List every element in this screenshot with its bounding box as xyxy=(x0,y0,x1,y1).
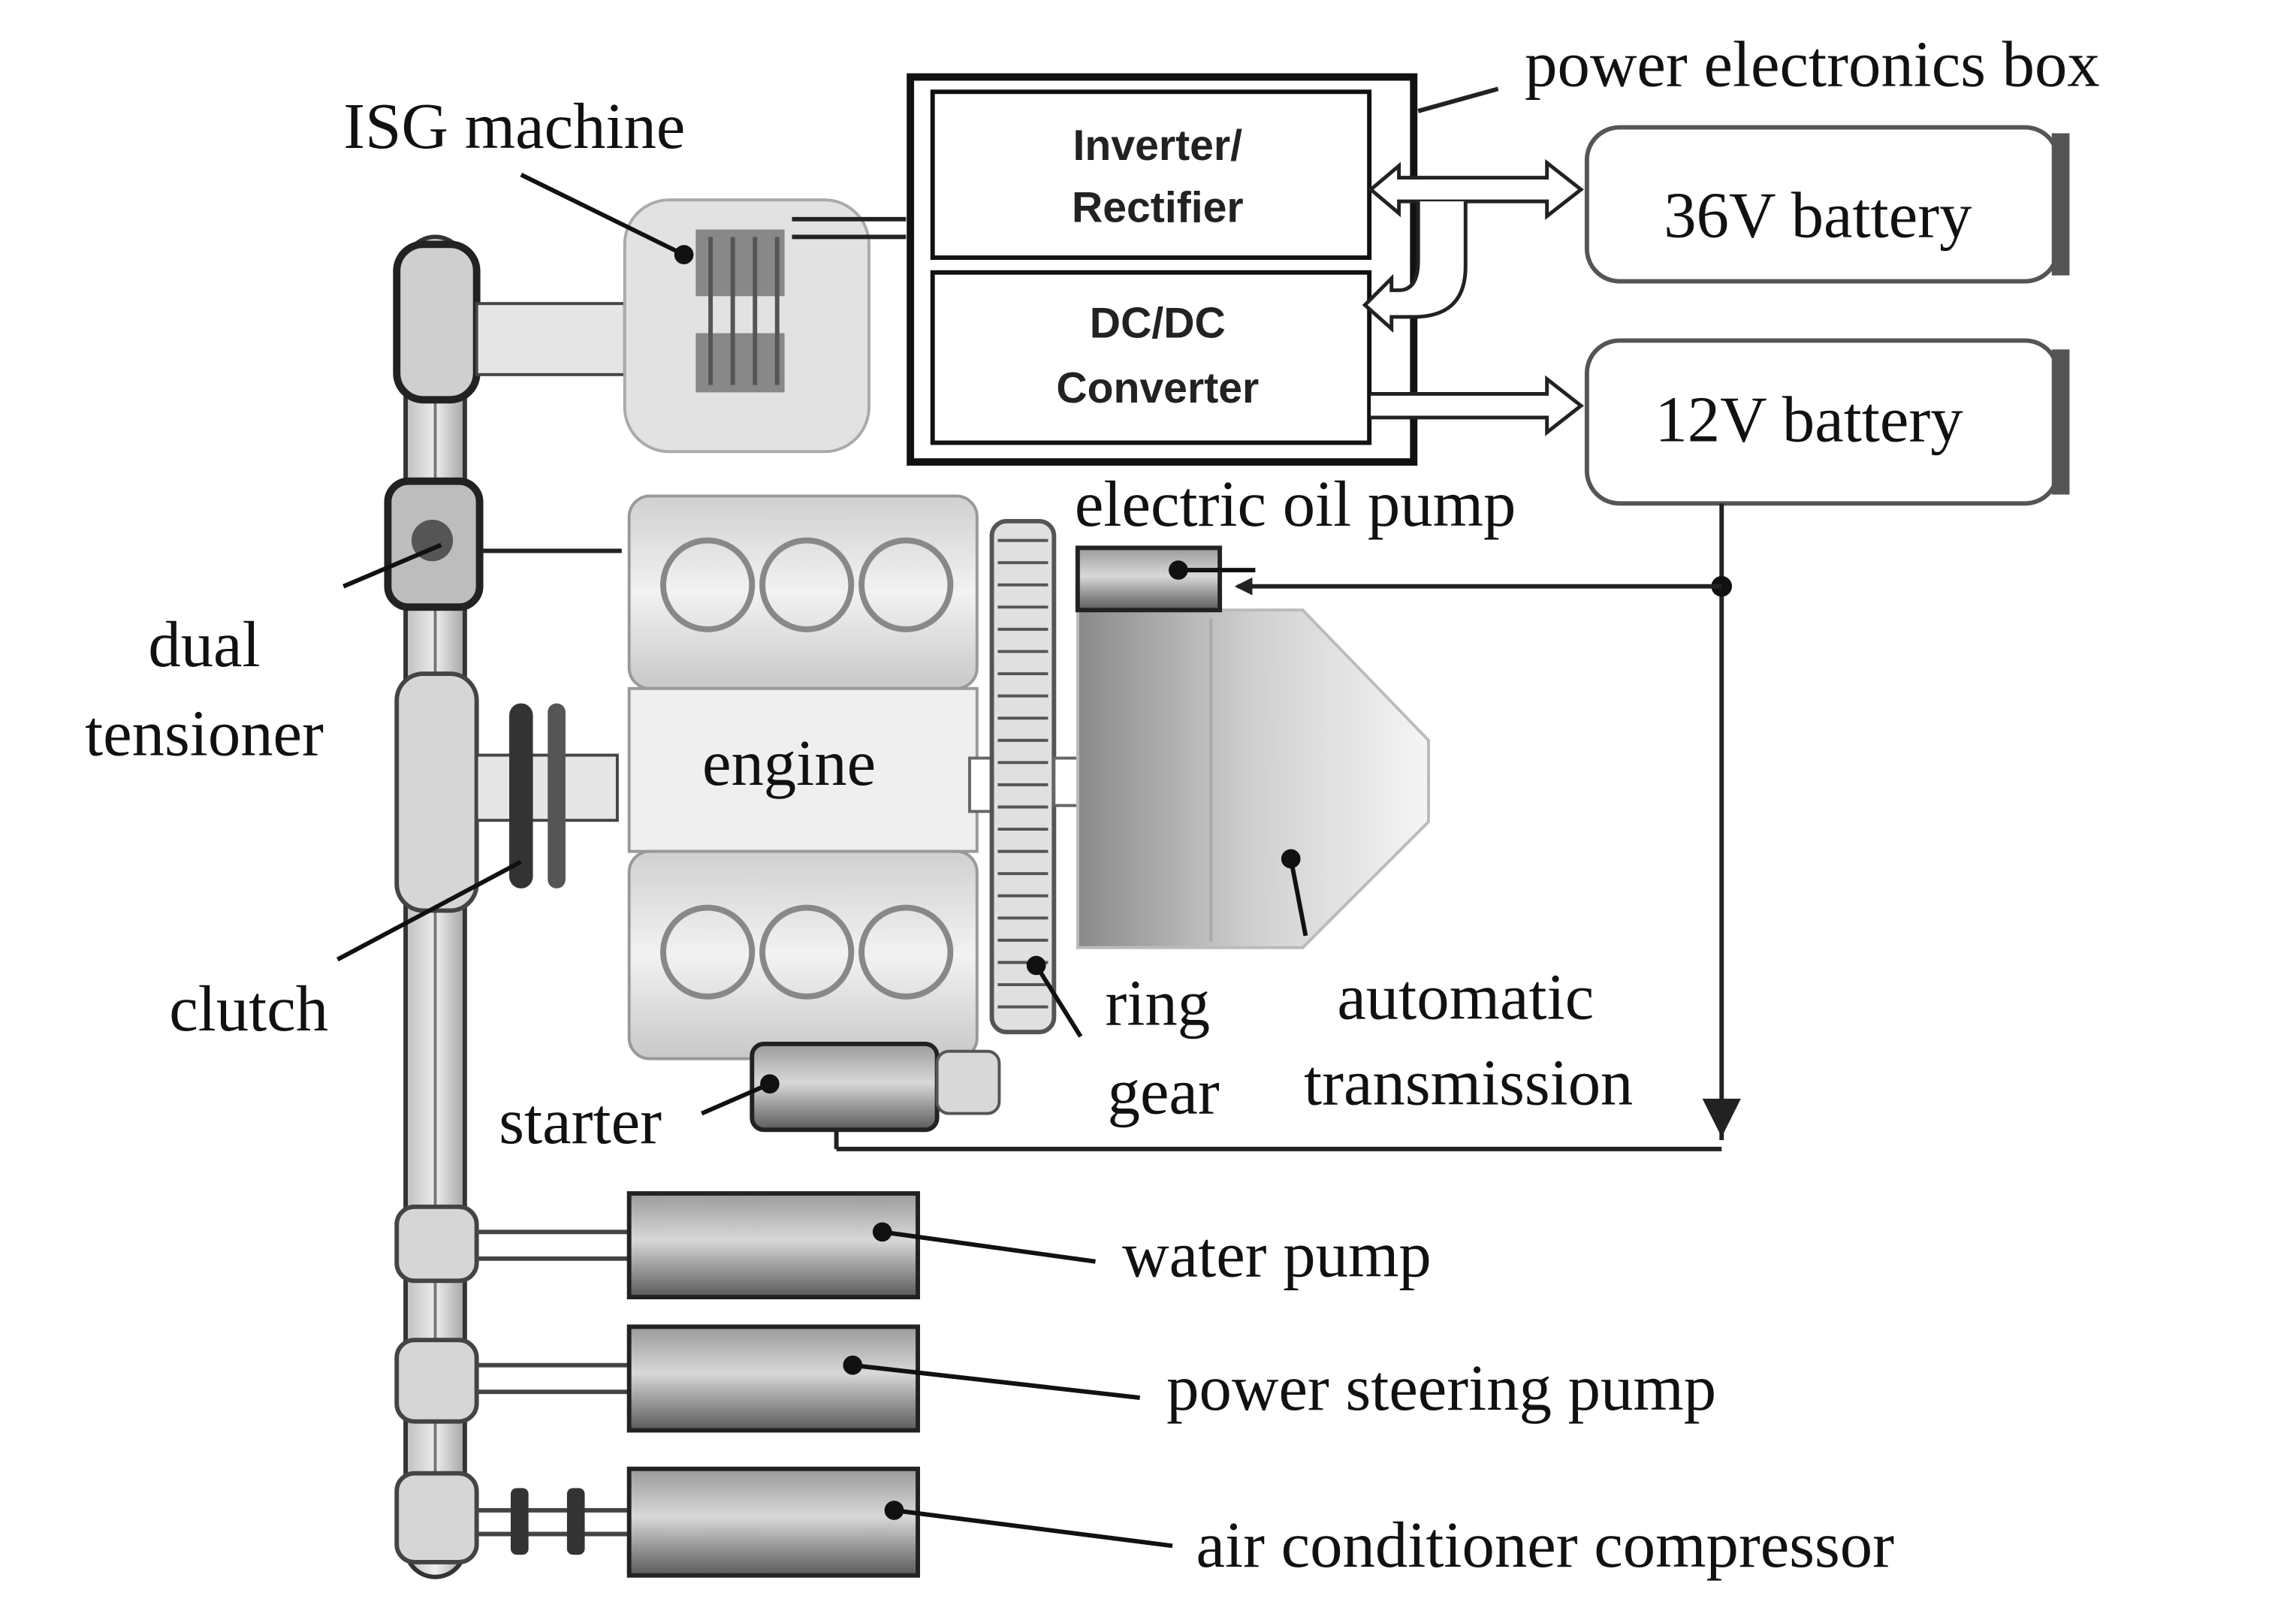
dcdc-label-line1: DC/DC xyxy=(1090,299,1226,347)
battery-36v-label: 36V battery xyxy=(1664,179,1972,251)
battery-12v-label: 12V battery xyxy=(1655,383,1963,455)
starter-label: starter xyxy=(499,1085,662,1157)
ring-gear-drawing xyxy=(989,519,1085,1035)
dual-label: dual xyxy=(148,608,260,680)
ac-compressor-drawing xyxy=(476,1466,920,1578)
clutch-label: clutch xyxy=(169,973,328,1045)
engine-block xyxy=(627,494,998,1060)
starter-drawing xyxy=(750,1041,1001,1133)
isg-pulley xyxy=(393,240,626,404)
power-electronics-box xyxy=(907,73,1499,466)
transmission-label: transmission xyxy=(1304,1047,1633,1119)
automatic-label: automatic xyxy=(1337,961,1594,1033)
transmission-drawing xyxy=(1076,608,1430,949)
electric-oil-pump-drawing xyxy=(1075,545,1223,613)
leader-lines xyxy=(336,172,1308,1549)
tensioner-pulley xyxy=(384,477,622,611)
battery-36v xyxy=(1584,125,2070,284)
engine-label: engine xyxy=(702,727,876,799)
inverter-label-line1: Inverter/ xyxy=(1073,122,1243,170)
air-conditioner-compressor-label: air conditioner compressor xyxy=(1196,1509,1895,1581)
water-pump-drawing xyxy=(476,1191,920,1299)
water-pump-label: water pump xyxy=(1122,1218,1432,1290)
isg-machine-label: ISG machine xyxy=(343,90,685,162)
gear-label: gear xyxy=(1108,1056,1220,1128)
wiring-12v xyxy=(834,503,1741,1151)
isg-machine-drawing xyxy=(623,198,907,454)
tensioner-label: tensioner xyxy=(85,697,324,769)
ring-label: ring xyxy=(1105,967,1210,1039)
battery-12v xyxy=(1584,338,2070,506)
power-steering-pump-label: power steering pump xyxy=(1166,1352,1716,1424)
power-electronics-box-label: power electronics box xyxy=(1525,28,2100,100)
dcdc-label-line2: Converter xyxy=(1056,364,1259,412)
inverter-label-line2: Rectifier xyxy=(1072,184,1244,232)
clutch-shape xyxy=(509,703,566,888)
accessory-pulleys xyxy=(394,1204,479,1564)
electric-oil-pump-label: electric oil pump xyxy=(1075,468,1516,540)
power-steering-pump-drawing xyxy=(476,1324,920,1433)
crank-pulley xyxy=(394,671,619,913)
power-flow-arrows xyxy=(1362,158,1585,436)
